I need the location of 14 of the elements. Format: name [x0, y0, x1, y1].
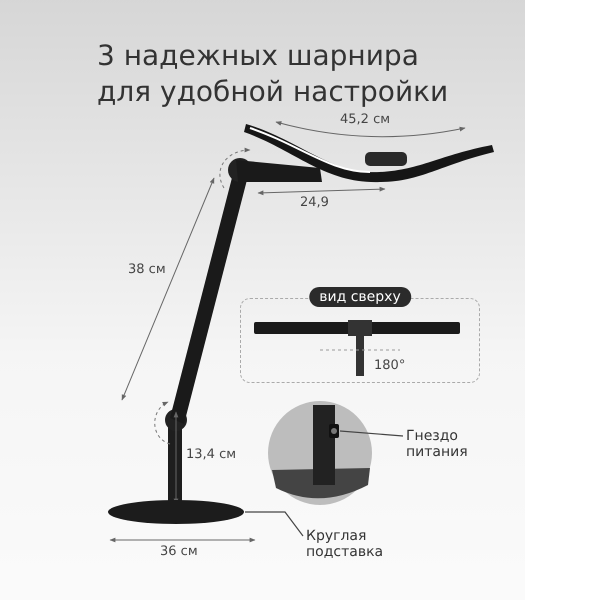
leader-line: [245, 511, 304, 536]
dimension-label: 38 см: [128, 262, 166, 277]
panel-heading: вид сверху: [309, 287, 411, 307]
callout-text: Круглая подставка: [306, 528, 406, 560]
dimension-label: 24,9: [300, 195, 329, 210]
dimension-label: 45,2 см: [340, 112, 390, 127]
title: 3 надежных шарнира для удобной настройки: [97, 38, 450, 110]
callout-text: Гнездо питания: [406, 428, 496, 460]
leader-line: [340, 430, 404, 437]
power-socket: [329, 424, 339, 438]
dimension-label: 36 см: [160, 544, 198, 559]
angle-label: 180°: [374, 358, 406, 373]
dimension-label: 13,4 см: [186, 447, 236, 462]
round-base: [108, 500, 244, 524]
